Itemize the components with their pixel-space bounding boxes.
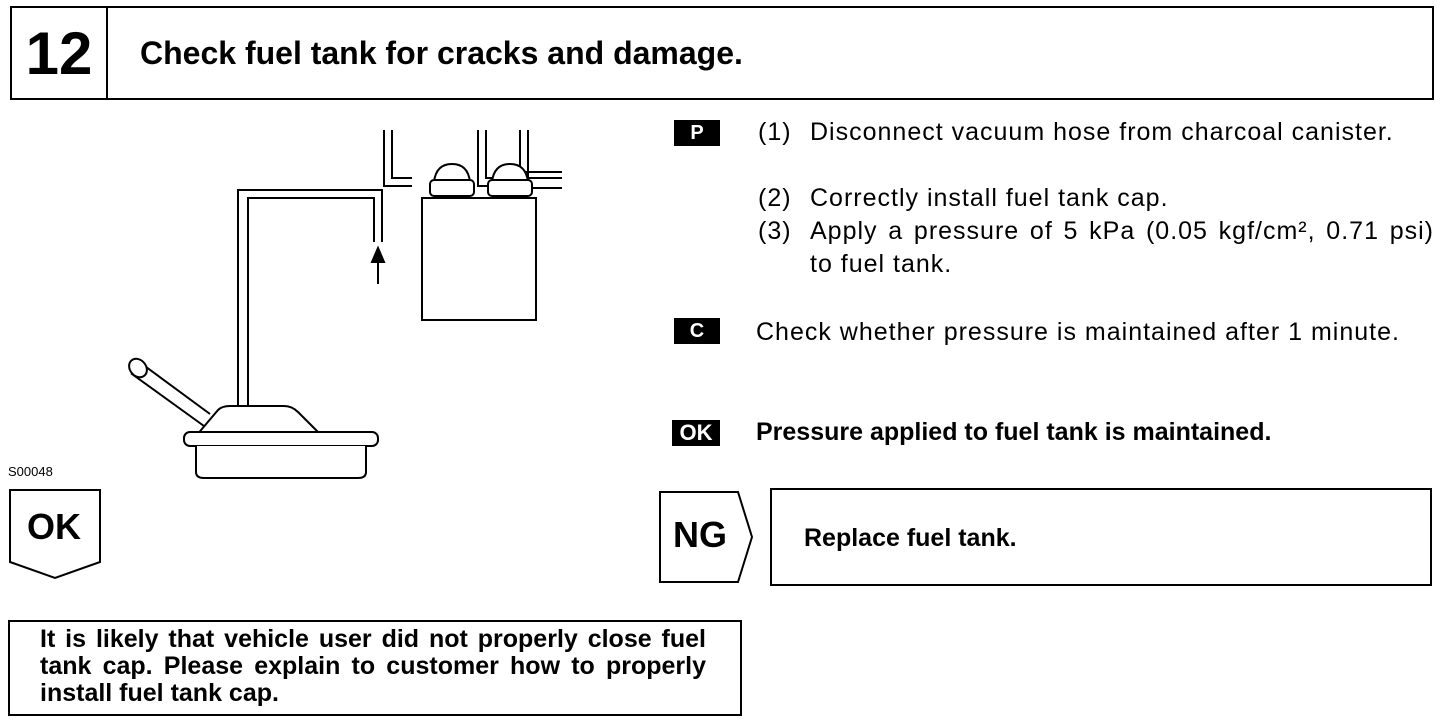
procedure-step: (2) Correctly install fuel tank cap.: [758, 182, 1434, 215]
check-tag: C: [674, 318, 720, 344]
step-text: Apply a pressure of 5 kPa (0.05 kgf/cm²,…: [810, 217, 1434, 278]
step-text: Disconnect vacuum hose from charcoal can…: [810, 118, 1394, 146]
step-header: 12 Check fuel tank for cracks and damage…: [10, 6, 1434, 100]
step-text: Correctly install fuel tank cap.: [810, 184, 1169, 212]
figure-id: S00048: [8, 464, 53, 479]
check-text: Check whether pressure is maintained aft…: [756, 318, 1400, 346]
ng-action-box: [770, 488, 1432, 586]
ok-tag: OK: [672, 420, 720, 446]
prep-tag: P: [674, 120, 720, 146]
step-index: (3): [758, 217, 792, 245]
ng-action-text: Replace fuel tank.: [804, 524, 1017, 552]
ok-result-text: Pressure applied to fuel tank is maintai…: [756, 418, 1272, 446]
step-number: 12: [12, 8, 108, 98]
procedure-step: (3) Apply a pressure of 5 kPa (0.05 kgf/…: [758, 215, 1434, 281]
step-index: (2): [758, 184, 792, 212]
procedure-steps: (1) Disconnect vacuum hose from charcoal…: [758, 116, 1434, 281]
note-text: It is likely that vehicle user did not p…: [40, 625, 706, 707]
ng-flow-label: NG: [673, 514, 727, 555]
ok-flow-arrow: [9, 489, 101, 580]
ok-flow-label: OK: [27, 506, 81, 547]
note-box: [8, 620, 742, 716]
fuel-tank-illustration: [128, 130, 562, 479]
procedure-step: (1) Disconnect vacuum hose from charcoal…: [758, 116, 1434, 182]
step-index: (1): [758, 118, 792, 146]
ng-flow-arrow: [659, 491, 754, 583]
step-title: Check fuel tank for cracks and damage.: [140, 34, 743, 71]
